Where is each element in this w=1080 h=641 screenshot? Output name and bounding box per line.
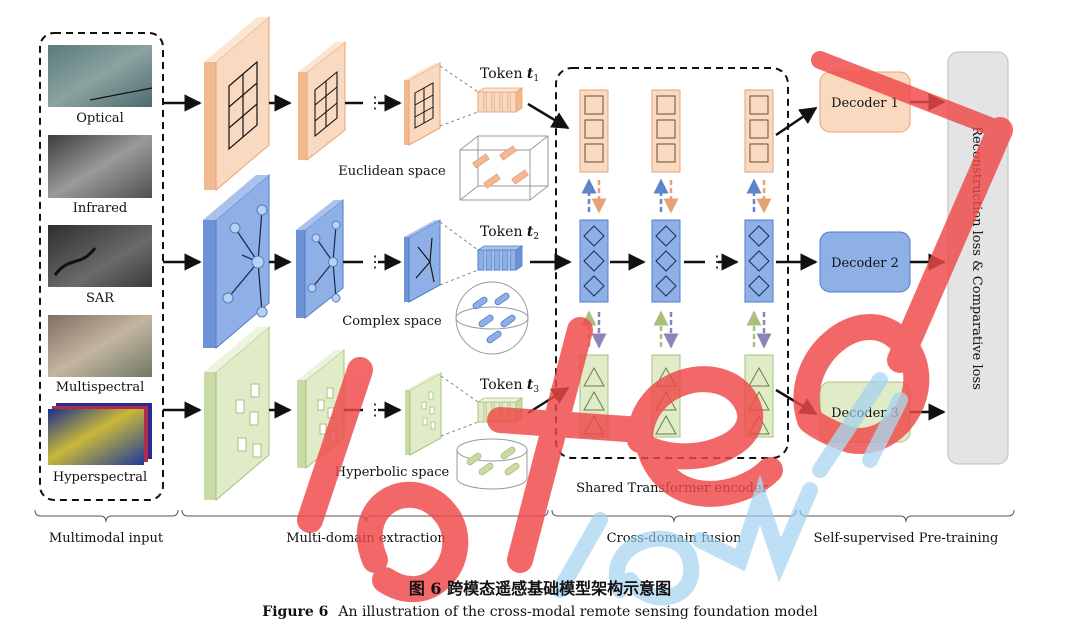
caption-figure-label: Figure 6 <box>262 604 329 620</box>
svg-text:⋮: ⋮ <box>367 400 383 419</box>
svg-text:Token t2: Token t2 <box>480 224 539 242</box>
svg-text:Token t3: Token t3 <box>480 377 539 395</box>
hyperspectral-label: Hyperspectral <box>53 470 147 485</box>
optical-label: Optical <box>76 111 124 126</box>
caption-chinese: 图 6 跨模态遥感基础模型架构示意图 <box>408 579 672 598</box>
hyperspectral-image <box>48 409 144 465</box>
multispectral-label: Multispectral <box>56 380 145 395</box>
sar-label: SAR <box>86 291 115 306</box>
hyperbolic-space-cylinder <box>456 438 528 490</box>
stage-multimodal-input: Multimodal input <box>49 531 164 546</box>
svg-text:Token t1: Token t1 <box>480 66 539 84</box>
svg-text:⋮: ⋮ <box>367 93 383 112</box>
infrared-label: Infrared <box>73 201 128 216</box>
hyperbolic-space-label: Hyperbolic space <box>335 465 450 480</box>
euclidean-space-cube <box>459 135 549 201</box>
decoder-2-label: Decoder 2 <box>831 256 899 271</box>
watermark <box>297 51 1013 606</box>
euclidean-space-label: Euclidean space <box>338 164 446 179</box>
input-group-border <box>39 32 164 501</box>
shared-encoder-border <box>555 67 789 459</box>
caption-text: An illustration of the cross-modal remot… <box>338 604 818 620</box>
svg-text:⋮: ⋮ <box>367 252 383 271</box>
svg-text:⋮: ⋮ <box>709 252 725 271</box>
complex-space-label: Complex space <box>342 314 442 329</box>
optical-image <box>48 45 152 107</box>
token-t1: Token t1 <box>476 66 539 113</box>
caption-english: Figure 6 An illustration of the cross-mod… <box>0 604 1080 620</box>
multispectral-image <box>48 315 152 377</box>
infrared-image <box>48 135 152 198</box>
decoder-1-label: Decoder 1 <box>831 96 899 111</box>
sar-image <box>48 225 152 287</box>
complex-space-sphere <box>455 281 529 355</box>
stage-self-supervised-pretraining: Self-supervised Pre-training <box>814 531 999 546</box>
token-t2: Token t2 <box>476 224 539 271</box>
complex-extractor: ⋮ <box>203 173 441 350</box>
euclidean-extractor: ⋮ <box>204 15 441 192</box>
